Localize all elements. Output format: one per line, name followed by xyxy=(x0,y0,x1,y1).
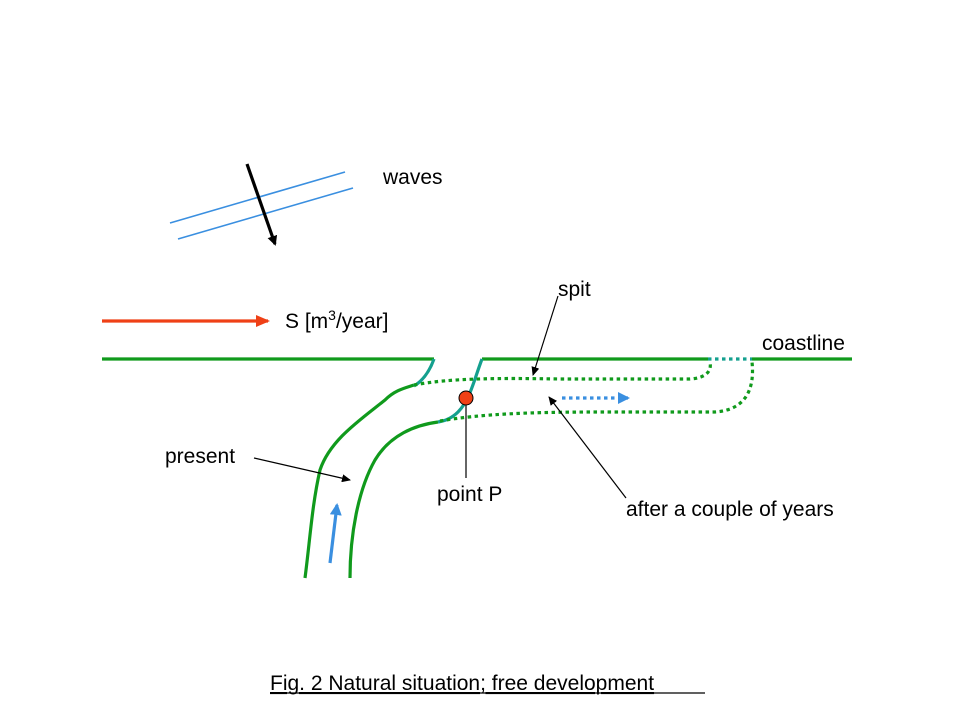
point-p-marker xyxy=(458,390,474,406)
spit-label: spit xyxy=(558,278,591,301)
figure-caption: Fig. 2 Natural situation; free developme… xyxy=(270,672,654,695)
after-years-label: after a couple of years xyxy=(626,498,834,521)
present-flow-arrow xyxy=(328,503,342,564)
spit-pointer xyxy=(531,295,559,376)
coastline-label: coastline xyxy=(762,332,845,355)
after-years-pointer xyxy=(548,396,627,499)
present-label: present xyxy=(165,445,235,468)
present-pointer xyxy=(253,457,351,483)
future-spit-lower xyxy=(439,361,755,423)
point-p-label: point P xyxy=(437,483,502,506)
wave-direction-arrow xyxy=(245,163,278,246)
present-channel-left-bank xyxy=(303,383,415,579)
waves-label: waves xyxy=(382,166,443,189)
present-channel-right-bank xyxy=(348,420,439,579)
future-spit-upper xyxy=(413,361,712,387)
channel-mouth-right xyxy=(437,358,484,424)
transport-label: S [m3/year] xyxy=(285,307,389,333)
